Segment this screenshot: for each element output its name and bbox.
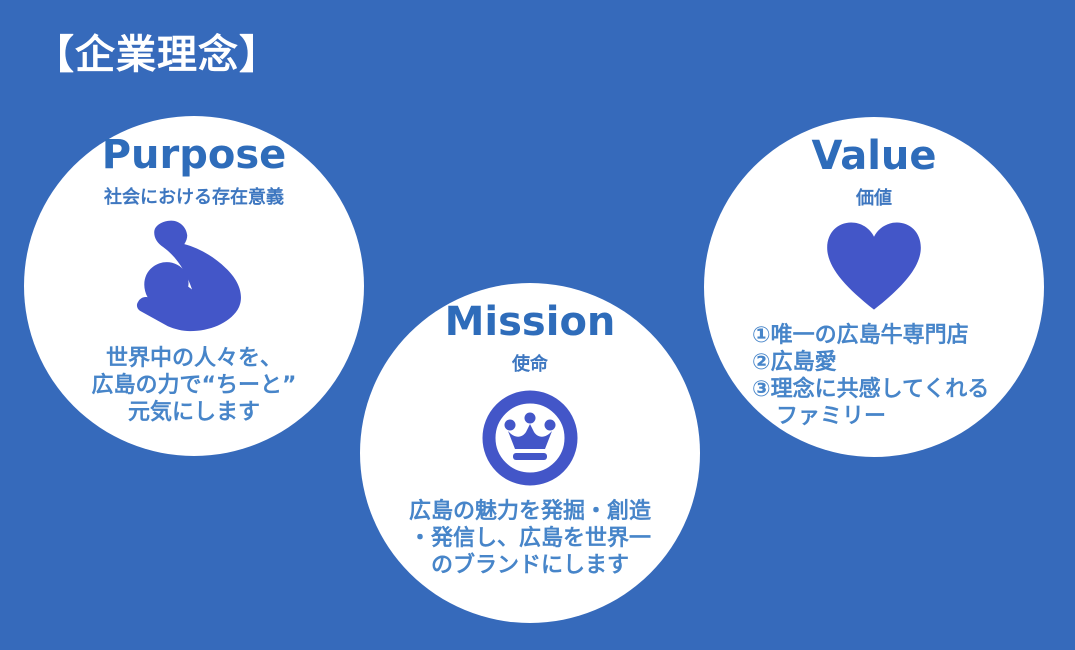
purpose-subtitle: 社会における存在意義 — [104, 187, 284, 208]
statement-line: のブランドにします — [430, 553, 629, 578]
value-subtitle: 価値 — [856, 188, 892, 209]
value-heading: Value — [811, 133, 937, 179]
purpose-statement: 世界中の人々を、 広島の力で“ちーと” 元気にします — [92, 345, 297, 426]
mission-heading: Mission — [444, 299, 616, 345]
value-item: ファミリー — [776, 404, 887, 429]
mission-circle: Mission 使命 広島の魅力を発掘・創造 ・発信し、広島を世界一 のブランド… — [360, 283, 700, 623]
mission-subtitle: 使命 — [512, 354, 548, 375]
page-title: 【企業理念】 — [34, 32, 280, 78]
value-item: ②広島愛 — [752, 350, 837, 375]
statement-line: 広島の力で“ちーと” — [91, 373, 297, 398]
statement-line: ・発信し、広島を世界一 — [408, 526, 651, 551]
value-item: ①唯一の広島牛専門店 — [752, 323, 969, 348]
bicep-icon — [136, 217, 252, 335]
heart-icon — [818, 216, 930, 314]
statement-line: 広島の魅力を発掘・創造 — [408, 499, 651, 524]
crown-icon — [480, 388, 580, 488]
value-circle: Value 価値 ①唯一の広島牛専門店 ②広島愛 ③理念に共感してくれる ファミ… — [704, 117, 1044, 457]
value-list: ①唯一の広島牛専門店 ②広島愛 ③理念に共感してくれる ファミリー — [752, 322, 989, 430]
statement-line: 世界中の人々を、 — [105, 346, 282, 371]
mission-statement: 広島の魅力を発掘・創造 ・発信し、広島を世界一 のブランドにします — [409, 498, 651, 579]
purpose-circle: Purpose 社会における存在意義 世界中の人々を、 広島の力で“ちーと” 元… — [24, 116, 364, 456]
purpose-heading: Purpose — [101, 132, 287, 178]
value-item: ③理念に共感してくれる — [752, 377, 990, 402]
statement-line: 元気にします — [127, 400, 260, 425]
